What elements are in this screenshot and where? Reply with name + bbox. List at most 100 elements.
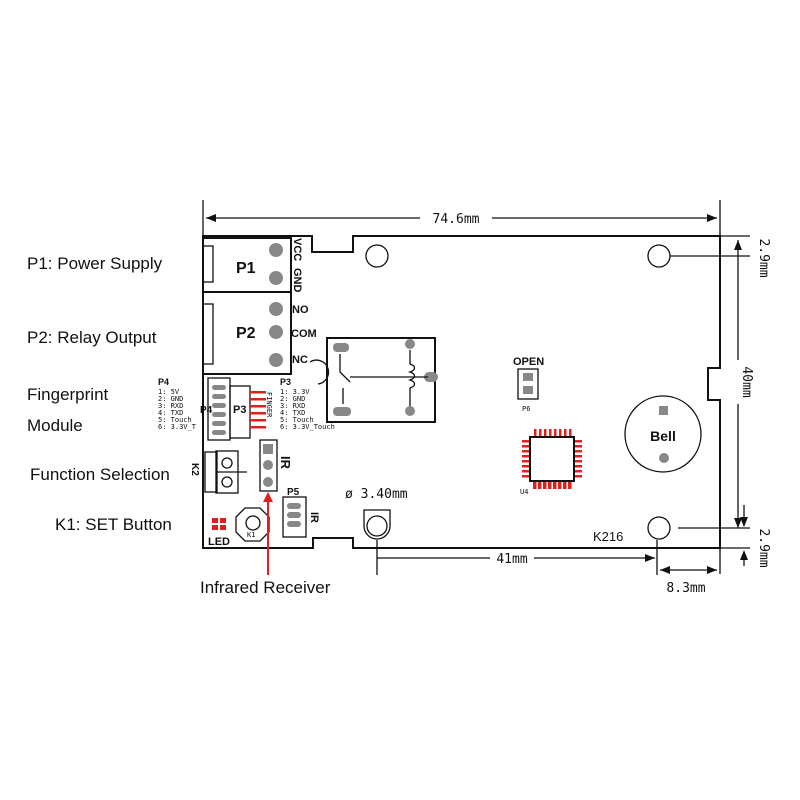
k2-switch: K2 [189, 450, 247, 494]
mounting-hole [647, 516, 671, 540]
mcu-pin [534, 482, 537, 489]
p4-pin: 3: RXD [158, 402, 183, 410]
mcu-pin [564, 482, 567, 489]
model-label: K216 [593, 529, 623, 544]
mcu-pin [534, 429, 537, 436]
p4-connector: P4 P3 FINGER [200, 377, 273, 441]
p3-pinout-title: P3 [280, 377, 291, 387]
function-selection-callout: Function Selection [30, 465, 170, 484]
p4-pin: 1: 5V [158, 388, 180, 396]
mcu-pin [575, 445, 582, 448]
height-dimension: 40mm 2.9mm 2.9mm [670, 235, 771, 568]
width-label: 74.6mm [433, 212, 480, 227]
mcu-pin [575, 440, 582, 443]
top-offset-label: 2.9mm [756, 238, 771, 277]
p2-callout: P2: Relay Output [27, 328, 157, 347]
no-label: NO [292, 304, 309, 316]
k1-button: K1 [235, 507, 270, 542]
mcu-pin [575, 470, 582, 473]
p5-connector: P5 IR [282, 487, 320, 538]
mcu-pin [539, 429, 542, 436]
board-outline [202, 235, 721, 549]
p3-pin: 4: TXD [280, 409, 305, 417]
gnd-label: GND [291, 268, 303, 293]
right-offset-label: 8.3mm [666, 581, 705, 596]
relay [326, 337, 438, 423]
mcu-pin [569, 429, 572, 436]
height-label: 40mm [739, 366, 754, 397]
p4-pinout: P4 1: 5V 2: GND 3: RXD 4: TXD 5: Touch 6… [158, 377, 197, 431]
p4-pin: 6: 3.3V_T [158, 423, 197, 431]
mcu-pin [522, 455, 529, 458]
mcu-pin [559, 482, 562, 489]
p3-pin: 3: RXD [280, 402, 305, 410]
infrared-receiver-callout: Infrared Receiver [200, 578, 331, 597]
led-label: LED [208, 536, 230, 548]
mcu-pin [522, 470, 529, 473]
mcu-pin [575, 460, 582, 463]
p1-label: P1 [236, 260, 256, 277]
p4-pin: 2: GND [158, 395, 183, 403]
k2-label: K2 [189, 463, 200, 476]
p3-pin: 2: GND [280, 395, 305, 403]
p3-pin: 5: Touch [280, 416, 314, 424]
p2-label: P2 [236, 325, 256, 342]
p2-connector: P2 NO COM NC [202, 291, 330, 385]
p3-pin: 6: 3.3V_Touch [280, 423, 335, 431]
open-label: OPEN [513, 356, 544, 368]
p3-pin: 1: 3.3V [280, 388, 310, 396]
p1-connector: P1 VCC GND [202, 237, 303, 293]
mcu-pin [554, 429, 557, 436]
ir-arrow [263, 492, 273, 575]
width-dimension: 74.6mm [202, 200, 721, 236]
ir-header-label: IR [278, 456, 293, 470]
fingerprint-callout-line2: Module [27, 416, 83, 435]
mcu-pin [522, 450, 529, 453]
mcu-pin [559, 429, 562, 436]
mcu-chip: U4 [520, 429, 582, 496]
mcu-pin [575, 465, 582, 468]
p5-label: P5 [287, 487, 300, 498]
p4-pin: 5: Touch [158, 416, 192, 424]
mcu-pin [564, 429, 567, 436]
mcu-pin [522, 440, 529, 443]
p6-jumper: OPEN P6 [513, 356, 544, 413]
mcu-pin [549, 429, 552, 436]
mcu-pin [544, 482, 547, 489]
p6-label: P6 [522, 405, 530, 413]
mcu-pin [575, 450, 582, 453]
hole-diameter-label: ø 3.40mm [345, 487, 408, 502]
k1-callout: K1: SET Button [55, 515, 172, 534]
mcu-pin [539, 482, 542, 489]
u4-label: U4 [520, 488, 528, 496]
p3-pinout: P3 1: 3.3V 2: GND 3: RXD 4: TXD 5: Touch… [280, 377, 335, 431]
ir-header: IR [259, 439, 293, 492]
mcu-pin [522, 460, 529, 463]
mounting-hole [647, 244, 671, 268]
bottom-offset-label: 2.9mm [756, 528, 771, 567]
mcu-pin [569, 482, 572, 489]
mcu-pin [575, 455, 582, 458]
p4-pinout-title: P4 [158, 377, 169, 387]
com-label: COM [291, 328, 317, 340]
mcu-pin [522, 475, 529, 478]
nc-label: NC [292, 354, 308, 366]
mcu-pin [549, 482, 552, 489]
p1-callout: P1: Power Supply [27, 254, 163, 273]
hole-spacing-dimension: 41mm 8.3mm [376, 540, 721, 596]
p5-ir-label: IR [308, 512, 320, 523]
vcc-label: VCC [291, 238, 303, 261]
bell-label: Bell [650, 428, 676, 444]
p4-board-label: P4 [200, 405, 213, 416]
mcu-pin [544, 429, 547, 436]
led: LED [208, 518, 230, 548]
p4-pin: 4: TXD [158, 409, 183, 417]
mounting-hole [365, 244, 389, 268]
mcu-pin [554, 482, 557, 489]
k1-board-label: K1 [247, 531, 255, 539]
finger-label: FINGER [265, 392, 273, 418]
hole-spacing-label: 41mm [496, 552, 527, 567]
buzzer-bell: Bell [624, 395, 702, 473]
